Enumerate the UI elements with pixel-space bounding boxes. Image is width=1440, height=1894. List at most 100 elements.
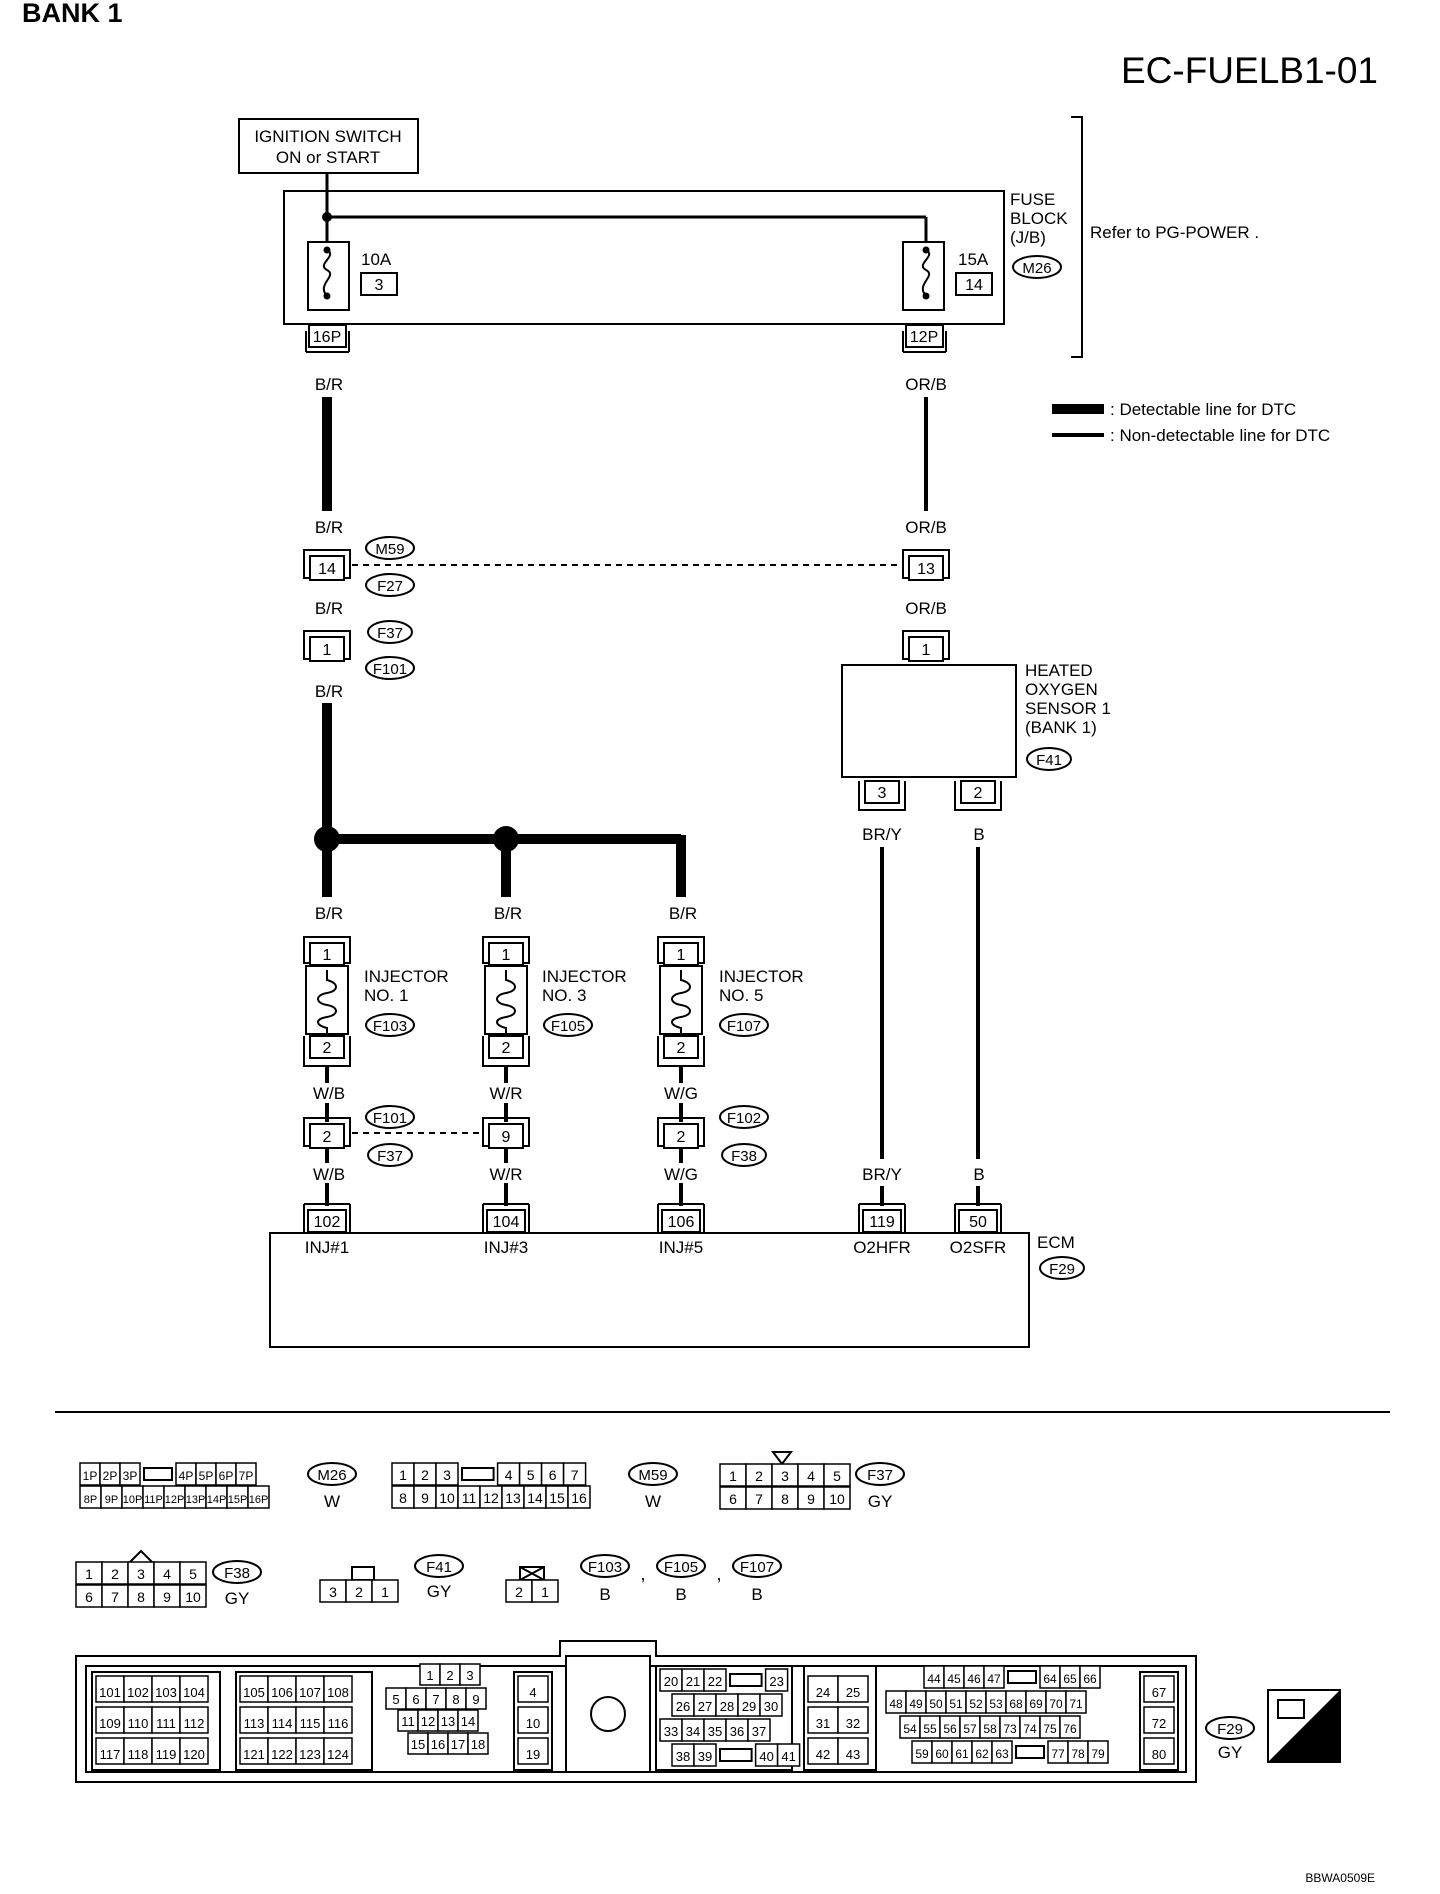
f37-b-badge — [367, 1143, 413, 1167]
f29-e0-cell-20-label: 20 — [664, 1674, 678, 1689]
wire-wg-label-1: W/G — [664, 1084, 698, 1103]
m59-cell-5-label: 5 — [527, 1467, 535, 1483]
f29-c3-cell-17-label: 17 — [451, 1737, 465, 1752]
f29-g3-cell-78-label: 78 — [1071, 1747, 1085, 1761]
injector-3-pin-bot: 2 — [502, 1040, 511, 1057]
f29-c2-cell-13-label: 13 — [441, 1714, 455, 1729]
m59-cell-12-label: 12 — [483, 1490, 499, 1506]
wire-b-label-2: B — [973, 1165, 984, 1184]
refer-text: Refer to PG-POWER . — [1090, 223, 1259, 242]
f29-g1-cell-68-label: 68 — [1009, 1697, 1023, 1711]
f101-b-badge — [365, 1105, 415, 1129]
f29-g0-cell-44-label: 44 — [927, 1672, 941, 1686]
ecm-terminal-102: 102 INJ#1 — [303, 1203, 351, 1257]
f29-c0-cell-2-label: 2 — [446, 1668, 453, 1683]
f29-h-cell-72 — [1143, 1706, 1175, 1734]
wire-label-bg-wb-2 — [305, 1163, 350, 1183]
fuse-block-connector-id: M26 — [1022, 260, 1051, 277]
ignition-switch-line1: IGNITION SWITCH — [254, 127, 401, 146]
f29-a2-cell-118 — [123, 1737, 153, 1765]
m26-cell-16P — [247, 1485, 270, 1509]
f29-b0-cell-108-label: 108 — [327, 1685, 349, 1700]
inj-sep-1: , — [716, 1564, 721, 1584]
wire-br-label-2: B/R — [315, 518, 343, 537]
fuse-pin-16p — [308, 324, 347, 348]
fuse-block-label-3: (J/B) — [1010, 228, 1046, 247]
ecm-terminal-104-pin: 104 — [493, 1214, 520, 1231]
f41-color: GY — [427, 1582, 452, 1601]
f29-a2-cell-120-label: 120 — [183, 1747, 205, 1762]
fuse-pin-12p — [905, 324, 944, 348]
f29-e1-cell-27-label: 27 — [698, 1699, 712, 1714]
inj-sep-0: , — [640, 1564, 645, 1584]
sensor-pin-1-label: 1 — [922, 642, 931, 659]
m59-cell-1-label: 1 — [399, 1467, 407, 1483]
m26-cell-7P — [235, 1462, 257, 1486]
ecm-label: ECM — [1037, 1233, 1075, 1252]
fuse-pin-16p-frame — [305, 331, 350, 353]
m26-view-badge — [307, 1462, 357, 1486]
fuse-block-connector-badge — [1012, 255, 1062, 279]
ecm-terminal-102-pin: 102 — [314, 1214, 341, 1231]
f38-id: F38 — [731, 1148, 757, 1165]
f29-blockH-frame — [1139, 1671, 1179, 1771]
wire-wg-label-2: W/G — [664, 1165, 698, 1184]
sensor-pin-3-label: 3 — [878, 785, 887, 802]
fuse-15a-number: 14 — [965, 277, 983, 294]
f38-view-id: F38 — [224, 1565, 250, 1582]
sensor-label-1: HEATED — [1025, 661, 1093, 680]
footer-code: BBWA0509E — [1305, 1871, 1375, 1885]
f29-g2-cell-74-label: 74 — [1023, 1722, 1037, 1736]
f29-b1-cell-115 — [295, 1706, 325, 1734]
f29-e1-cell-28-label: 28 — [720, 1699, 734, 1714]
f29-d-cell-4 — [517, 1675, 549, 1703]
m26-cell-1P-label: 1P — [83, 1469, 98, 1483]
f29-c3-cell-18 — [467, 1732, 489, 1755]
fuse-10a-number: 3 — [375, 277, 384, 294]
f29-g3-cell-63-label: 63 — [995, 1747, 1009, 1761]
f37-b-id: F37 — [377, 1148, 403, 1165]
f29-h-cell-67-label: 67 — [1152, 1685, 1166, 1700]
f29-b2-cell-123-label: 123 — [299, 1747, 321, 1762]
inj-f107-color: B — [751, 1585, 762, 1604]
injector-3-wire-top: B/R — [494, 904, 522, 923]
f29-c0-cell-1-label: 1 — [426, 1668, 433, 1683]
f29-f2-cell-42 — [807, 1737, 839, 1765]
f29-g3-cell-63 — [991, 1740, 1013, 1764]
hs-badge-fill — [1268, 1690, 1340, 1762]
f29-f1-cell-32 — [837, 1706, 869, 1734]
f29-e2-cell-37-label: 37 — [752, 1724, 766, 1739]
f29-c3-cell-15-label: 15 — [411, 1737, 425, 1752]
f38-key — [129, 1549, 153, 1563]
hs-connector-icon — [1277, 1699, 1305, 1719]
f29-g1-cell-71 — [1065, 1690, 1087, 1714]
wire-b-label-1: B — [973, 825, 984, 844]
fuse-block-label-1: FUSE — [1010, 190, 1055, 209]
f38-cell-4-label: 4 — [163, 1566, 171, 1582]
f29-a0-cell-103-label: 103 — [155, 1685, 177, 1700]
inj-f105-color: B — [675, 1585, 686, 1604]
sensor-label-2: OXYGEN — [1025, 680, 1098, 699]
joint-9-pin: 9 — [502, 1129, 511, 1146]
inj-f105-view-badge — [656, 1554, 706, 1578]
f29-e1-cell-26-label: 26 — [676, 1699, 690, 1714]
fuse-pin-12p-label: 12P — [910, 329, 938, 346]
inj-f103-view-id: F103 — [588, 1559, 622, 1576]
f38-badge — [721, 1143, 767, 1167]
fuse-10a-rating: 10A — [361, 250, 392, 269]
sensor-pin-3-frame — [858, 781, 906, 811]
f29-blockD-frame — [513, 1671, 553, 1771]
f29-c1-cell-9 — [465, 1687, 487, 1710]
f29-g0-cell-46-label: 46 — [967, 1672, 981, 1686]
f38-cell-1-label: 1 — [85, 1566, 93, 1582]
m26-cell-7P-label: 7P — [239, 1469, 254, 1483]
f29-d-cell-19 — [517, 1737, 549, 1765]
inj-key-cross — [519, 1566, 545, 1581]
m26-cell-16P-label: 16P — [249, 1494, 269, 1506]
f29-g0-cell-65-label: 65 — [1063, 1672, 1077, 1686]
f37-cell-10-label: 10 — [829, 1491, 845, 1507]
f29-c2-cell-11-label: 11 — [401, 1714, 415, 1729]
f29-a0-cell-102 — [123, 1675, 153, 1703]
f29-f0-cell-25 — [837, 1675, 869, 1703]
